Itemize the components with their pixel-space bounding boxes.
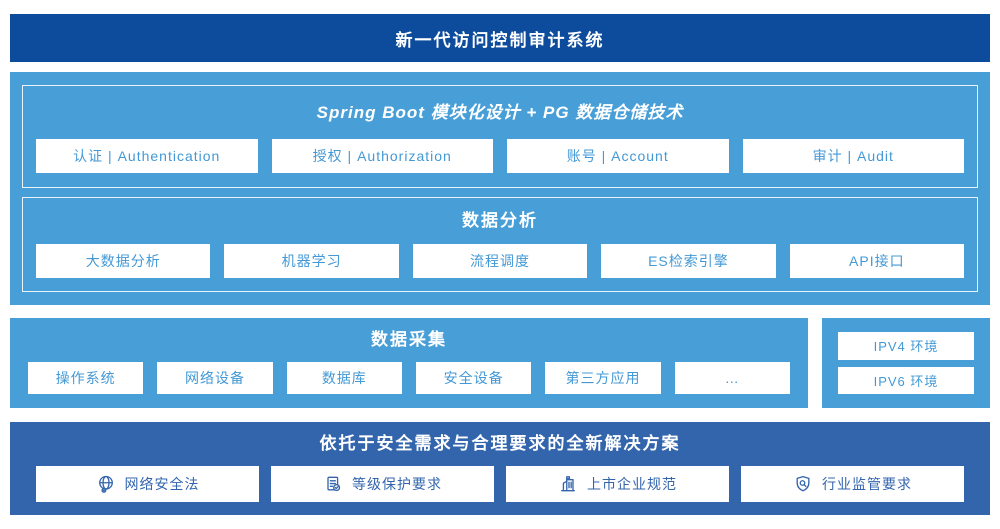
data-collection-panel: 数据采集 操作系统 网络设备 数据库 安全设备 第三方应用 … bbox=[10, 318, 808, 408]
source-box-thirdparty: 第三方应用 bbox=[545, 362, 661, 394]
module-box-bigdata: 大数据分析 bbox=[36, 244, 211, 279]
source-box-more: … bbox=[674, 362, 790, 394]
data-analysis-modules: 大数据分析 机器学习 流程调度 ES检索引擎 API接口 bbox=[36, 244, 965, 279]
source-box-os: 操作系统 bbox=[28, 362, 144, 394]
spring-boot-modules: 认证 | Authentication 授权 | Authorization 账… bbox=[36, 139, 964, 173]
module-box-workflow: 流程调度 bbox=[412, 244, 588, 279]
building-flag-icon bbox=[558, 474, 578, 494]
data-collection-sources: 操作系统 网络设备 数据库 安全设备 第三方应用 … bbox=[28, 362, 790, 394]
module-box-ml: 机器学习 bbox=[224, 244, 399, 279]
solution-title: 依托于安全需求与合理要求的全新解决方案 bbox=[319, 434, 681, 453]
source-box-security: 安全设备 bbox=[415, 362, 532, 394]
page-title: 新一代访问控制审计系统 bbox=[395, 30, 605, 50]
module-box-audit: 审计 | Audit bbox=[742, 139, 964, 173]
solution-box-industry-regulation: 行业监管要求 bbox=[741, 466, 964, 502]
module-box-es: ES检索引擎 bbox=[601, 244, 776, 279]
solution-box-label: 上市企业规范 bbox=[587, 476, 677, 492]
platform-section: Spring Boot 模块化设计 + PG 数据仓储技术 认证 | Authe… bbox=[10, 72, 990, 305]
solution-boxes: 网络安全法 等级保护要求 bbox=[36, 466, 964, 502]
data-analysis-layer: 数据分析 大数据分析 机器学习 流程调度 ES检索引擎 API接口 bbox=[22, 197, 978, 292]
document-check-icon bbox=[323, 474, 343, 494]
solution-box-label: 行业监管要求 bbox=[822, 476, 912, 492]
module-box-account: 账号 | Account bbox=[507, 139, 729, 173]
source-box-database: 数据库 bbox=[286, 362, 402, 394]
solution-section: 依托于安全需求与合理要求的全新解决方案 网络安全法 bbox=[10, 422, 990, 515]
diagram-root: 新一代访问控制审计系统 Spring Boot 模块化设计 + PG 数据仓储技… bbox=[10, 14, 990, 515]
solution-box-cybersecurity-law: 网络安全法 bbox=[36, 466, 259, 502]
data-collection-title: 数据采集 bbox=[371, 330, 447, 349]
banner: 新一代访问控制审计系统 bbox=[10, 14, 990, 62]
globe-pin-icon bbox=[96, 474, 116, 494]
solution-box-listed-company: 上市企业规范 bbox=[506, 466, 729, 502]
env-box-ipv6: IPV6 环境 bbox=[838, 366, 974, 394]
collection-row: 数据采集 操作系统 网络设备 数据库 安全设备 第三方应用 … IPV4 环境 … bbox=[10, 318, 990, 408]
spring-boot-layer: Spring Boot 模块化设计 + PG 数据仓储技术 认证 | Authe… bbox=[22, 85, 978, 189]
env-box-ipv4: IPV4 环境 bbox=[838, 332, 974, 360]
data-analysis-title: 数据分析 bbox=[462, 211, 538, 231]
module-box-api: API接口 bbox=[789, 244, 965, 279]
solution-box-label: 网络安全法 bbox=[124, 476, 200, 492]
module-box-authorization: 授权 | Authorization bbox=[271, 139, 493, 173]
environment-panel: IPV4 环境 IPV6 环境 bbox=[822, 318, 990, 408]
shield-search-icon bbox=[793, 474, 813, 494]
source-box-network: 网络设备 bbox=[157, 362, 273, 394]
spring-boot-title: Spring Boot 模块化设计 + PG 数据仓储技术 bbox=[316, 103, 684, 122]
solution-box-label: 等级保护要求 bbox=[352, 476, 442, 492]
solution-box-classified-protection: 等级保护要求 bbox=[271, 466, 494, 502]
module-box-authentication: 认证 | Authentication bbox=[36, 139, 258, 173]
